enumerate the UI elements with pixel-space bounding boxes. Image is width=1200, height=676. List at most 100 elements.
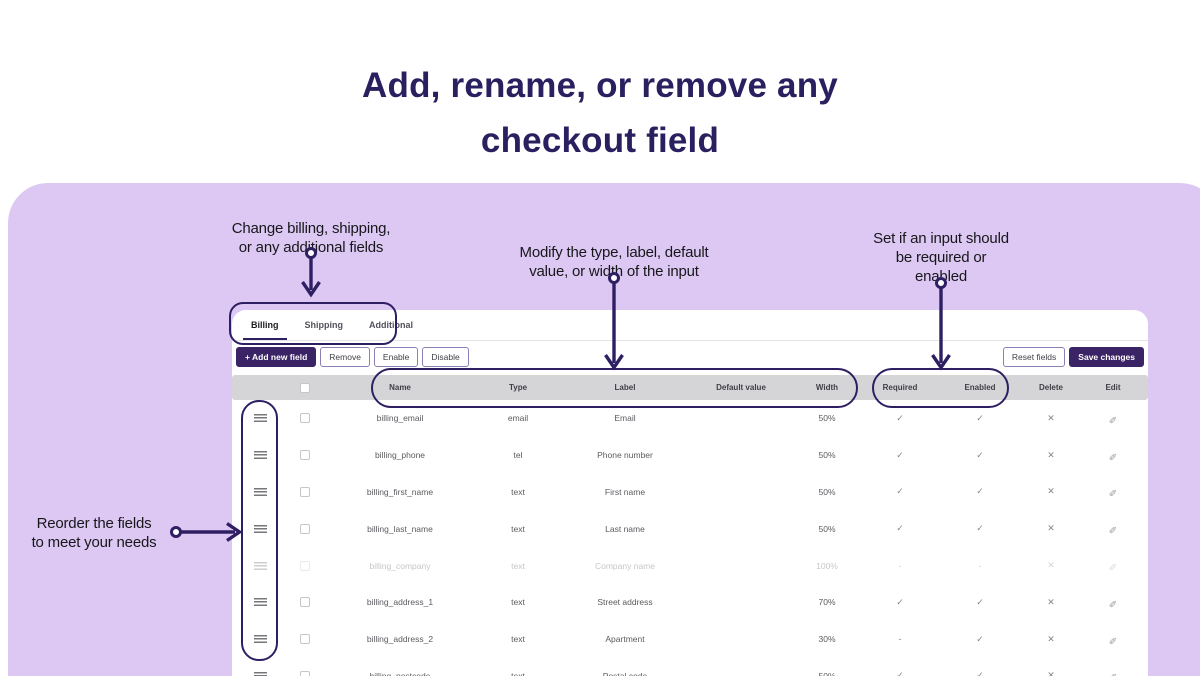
table-body: billing_email email Email 50% ✓ ✓ ✕ ✎ bi… — [232, 400, 1148, 676]
cell-width: 50% — [818, 450, 836, 461]
row-checkbox[interactable] — [300, 486, 310, 497]
cell-name: billing_phone — [374, 450, 426, 461]
enable-button[interactable]: Enable — [373, 347, 419, 367]
delete-icon[interactable]: ✕ — [1047, 449, 1055, 460]
cell-type: text — [511, 486, 525, 497]
tab-bar: Billing Shipping Additional — [232, 310, 1148, 341]
cell-required: - — [898, 560, 902, 571]
cell-enabled: - — [978, 560, 982, 571]
cell-enabled: ✓ — [976, 633, 984, 644]
drag-handle-icon[interactable] — [253, 671, 267, 676]
row-checkbox[interactable] — [300, 634, 310, 645]
header-delete: Delete — [1038, 383, 1063, 392]
cell-enabled: ✓ — [976, 670, 984, 676]
save-changes-button[interactable]: Save changes — [1069, 347, 1144, 367]
header-required: Required — [882, 383, 918, 392]
annotation-line: Change billing, shipping, — [231, 220, 391, 237]
edit-pencil-icon[interactable]: ✎ — [1108, 449, 1118, 461]
tab-shipping[interactable]: Shipping — [304, 320, 344, 330]
delete-icon[interactable]: ✕ — [1047, 412, 1055, 423]
table-header: Name Type Label Default value Width Requ… — [232, 375, 1148, 400]
edit-pencil-icon[interactable]: ✎ — [1108, 412, 1118, 424]
cell-enabled: ✓ — [976, 596, 984, 607]
cell-type: text — [511, 670, 525, 676]
edit-pencil-icon[interactable]: ✎ — [1108, 633, 1118, 645]
cell-label: Phone number — [597, 450, 653, 461]
row-checkbox[interactable] — [300, 597, 310, 608]
cell-width: 50% — [818, 486, 836, 497]
cell-label: Apartment — [605, 634, 645, 645]
table-row: billing_phone tel Phone number 50% ✓ ✓ ✕… — [232, 437, 1148, 474]
row-checkbox[interactable] — [300, 670, 310, 676]
cell-required: ✓ — [896, 596, 904, 607]
edit-pencil-icon[interactable]: ✎ — [1108, 560, 1118, 572]
cell-type: text — [511, 523, 525, 534]
annotation-line: enabled — [915, 268, 967, 285]
edit-pencil-icon[interactable]: ✎ — [1108, 596, 1118, 608]
drag-handle-icon[interactable] — [253, 561, 267, 570]
cell-required: ✓ — [896, 412, 904, 423]
row-checkbox[interactable] — [300, 413, 310, 424]
cell-type: text — [511, 597, 525, 608]
cell-type: email — [507, 413, 529, 424]
delete-icon[interactable]: ✕ — [1047, 560, 1055, 571]
header-width: Width — [815, 383, 839, 392]
row-checkbox[interactable] — [300, 560, 310, 571]
row-checkbox[interactable] — [300, 523, 310, 534]
cell-label: Street address — [597, 597, 653, 608]
delete-icon[interactable]: ✕ — [1047, 486, 1055, 497]
edit-pencil-icon[interactable]: ✎ — [1108, 670, 1118, 676]
cell-label: Postal code — [602, 670, 648, 676]
cell-required: ✓ — [896, 449, 904, 460]
cell-label: Company name — [594, 560, 655, 571]
delete-icon[interactable]: ✕ — [1047, 670, 1055, 676]
cell-width: 70% — [818, 597, 836, 608]
annotation-line: Modify the type, label, default — [519, 244, 709, 261]
toolbar: + Add new field Remove Enable Disable Re… — [236, 346, 1144, 368]
page-title: Add, rename, or remove any checkout fiel… — [0, 58, 1200, 168]
drag-handle-icon[interactable] — [253, 451, 267, 460]
edit-pencil-icon[interactable]: ✎ — [1108, 523, 1118, 535]
table-row: billing_company text Company name 100% -… — [232, 547, 1148, 584]
cell-width: 50% — [818, 670, 836, 676]
table-row: billing_address_2 text Apartment 30% - ✓… — [232, 621, 1148, 658]
edit-pencil-icon[interactable]: ✎ — [1108, 486, 1118, 498]
select-all-checkbox[interactable] — [300, 382, 310, 393]
delete-icon[interactable]: ✕ — [1047, 596, 1055, 607]
delete-icon[interactable]: ✕ — [1047, 523, 1055, 534]
drag-handle-icon[interactable] — [253, 414, 267, 423]
arrow-right-to-drag-column-icon — [170, 522, 243, 542]
cell-name: billing_address_1 — [366, 597, 434, 608]
drag-handle-icon[interactable] — [253, 635, 267, 644]
cell-name: billing_last_name — [367, 523, 433, 534]
row-checkbox[interactable] — [300, 450, 310, 461]
drag-handle-icon[interactable] — [253, 524, 267, 533]
annotation-line: value, or width of the input — [529, 263, 699, 280]
checkout-fields-card: Billing Shipping Additional + Add new fi… — [232, 310, 1148, 676]
page-title-line1: Add, rename, or remove any — [362, 66, 838, 105]
cell-enabled: ✓ — [976, 412, 984, 423]
drag-handle-icon[interactable] — [253, 487, 267, 496]
annotation-line: Set if an input should — [873, 230, 1009, 247]
disable-button[interactable]: Disable — [422, 347, 469, 367]
cell-name: billing_postcode — [369, 670, 431, 676]
page-title-line2: checkout field — [480, 121, 720, 160]
table-row: billing_email email Email 50% ✓ ✓ ✕ ✎ — [232, 400, 1148, 437]
remove-button[interactable]: Remove — [320, 347, 370, 367]
header-label: Label — [614, 383, 636, 392]
tab-billing[interactable]: Billing — [238, 310, 292, 340]
header-name: Name — [389, 383, 411, 392]
delete-icon[interactable]: ✕ — [1047, 633, 1055, 644]
drag-handle-icon[interactable] — [253, 598, 267, 607]
cell-width: 50% — [818, 413, 836, 424]
cell-required: ✓ — [896, 486, 904, 497]
annotation-reorder-fields: Reorder the fields to meet your needs — [14, 514, 174, 552]
annotation-line: Reorder the fields — [36, 515, 152, 532]
cell-name: billing_company — [369, 560, 431, 571]
reset-fields-button[interactable]: Reset fields — [1002, 347, 1066, 367]
add-new-field-button[interactable]: + Add new field — [236, 347, 317, 367]
table-row: billing_first_name text First name 50% ✓… — [232, 474, 1148, 511]
table-row: billing_last_name text Last name 50% ✓ ✓… — [232, 510, 1148, 547]
header-enabled: Enabled — [964, 383, 996, 392]
tab-additional[interactable]: Additional — [369, 320, 413, 330]
